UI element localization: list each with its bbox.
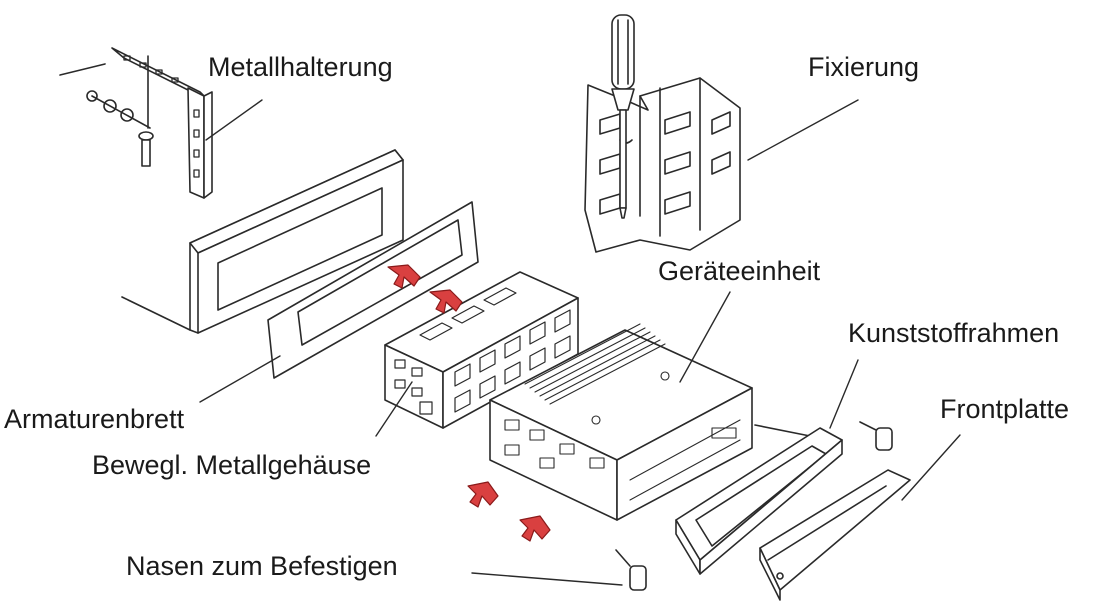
label-kunststoffrahmen: Kunststoffrahmen: [848, 318, 1060, 348]
release-keys: [615, 421, 893, 591]
radio-unit: [489, 323, 821, 521]
metal-cage: [384, 271, 579, 429]
label-nasen-zum-befestigen: Nasen zum Befestigen: [126, 551, 398, 581]
label-metallgehaeuse: Bewegl. Metallgehäuse: [92, 450, 372, 480]
leader-lines: [199, 99, 961, 586]
insertion-arrows: [387, 264, 551, 542]
plastic-frame: [675, 427, 843, 575]
faceplate: [759, 469, 911, 601]
dashboard-panel: [121, 149, 479, 379]
label-armaturenbrett: Armaturenbrett: [4, 404, 185, 434]
cage-fixing-detail: [584, 14, 741, 253]
label-fixierung: Fixierung: [808, 52, 920, 82]
metal-bracket: [59, 47, 213, 199]
label-metallhalterung: Metallhalterung: [208, 52, 393, 82]
label-frontplatte: Frontplatte: [940, 394, 1070, 424]
label-geraeteeinheit: Geräteeinheit: [658, 256, 821, 286]
